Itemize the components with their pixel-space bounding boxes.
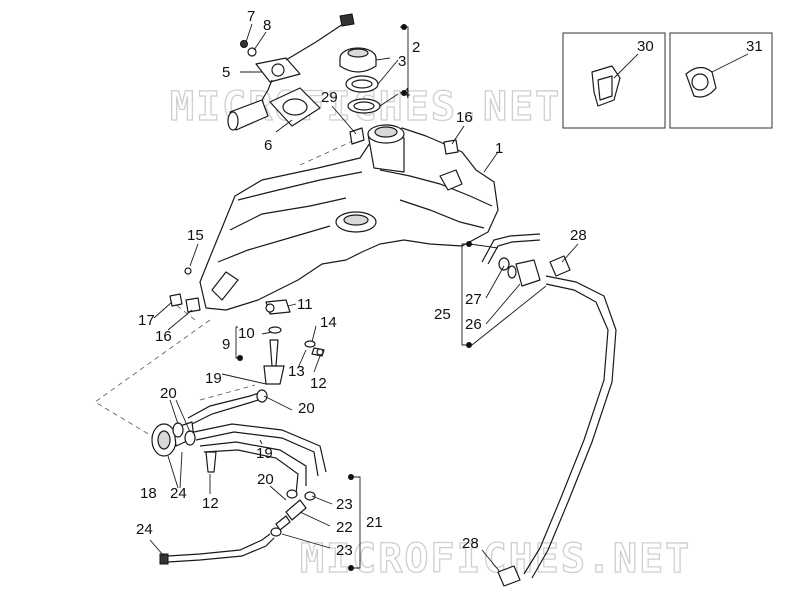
sender-gasket[interactable]: [269, 87, 321, 127]
clamp-20-b[interactable]: [184, 430, 196, 446]
callout-7: 7: [247, 8, 255, 25]
fuel-cock-9[interactable]: [263, 339, 285, 385]
fuel-tank[interactable]: [199, 127, 499, 311]
clip-29[interactable]: [349, 127, 365, 145]
callout-16-top: 16: [456, 109, 473, 126]
clip-16-top[interactable]: [443, 139, 459, 155]
cap-gasket[interactable]: [345, 75, 379, 93]
callout-19-upper: 19: [205, 370, 222, 387]
callout-22: 22: [336, 519, 353, 536]
callout-8: 8: [263, 17, 271, 34]
bracket-9: [235, 326, 243, 361]
washer-10[interactable]: [268, 326, 282, 334]
callout-20-left: 20: [160, 385, 177, 402]
callout-15: 15: [187, 227, 204, 244]
clamp-20-d[interactable]: [286, 489, 298, 499]
fuel-tap-11[interactable]: [265, 299, 291, 315]
callout-18: 18: [140, 485, 157, 502]
neck-ring[interactable]: [347, 98, 381, 114]
bolt-12-lower[interactable]: [205, 451, 217, 473]
bolt-12-upper[interactable]: [316, 348, 324, 356]
clamp-20-a[interactable]: [172, 422, 184, 438]
callout-26: 26: [465, 316, 482, 333]
callout-20-low: 20: [257, 471, 274, 488]
inset-box-30[interactable]: [562, 32, 666, 129]
clamp-20-c[interactable]: [256, 389, 268, 403]
callout-10: 10: [238, 325, 255, 342]
clamp-23-a[interactable]: [304, 491, 316, 501]
hose-end-24[interactable]: [159, 553, 169, 565]
callout-28-top: 28: [570, 227, 587, 244]
callout-12-lower: 12: [202, 495, 219, 512]
nut-7[interactable]: [240, 40, 248, 48]
guide-mid: [199, 384, 256, 401]
callout-31: 31: [746, 38, 763, 55]
callout-14: 14: [320, 314, 337, 331]
callout-3: 3: [398, 53, 406, 70]
clip-16-left[interactable]: [185, 297, 201, 313]
callout-21: 21: [366, 514, 383, 531]
callout-9: 9: [222, 336, 230, 353]
bolt-15[interactable]: [184, 267, 192, 275]
callout-1: 1: [495, 140, 503, 157]
callout-19-lower: 19: [256, 445, 273, 462]
callout-labels: 1 2 3 4 5 6 7 8 9 10 11 12 12 13 14 15 1…: [136, 8, 763, 559]
callout-5: 5: [222, 64, 230, 81]
fuel-filter-22[interactable]: [275, 499, 307, 531]
watermark-bottom: MICROFICHES.NET: [300, 536, 691, 582]
bracket-25: [461, 241, 472, 348]
callout-20-mid: 20: [298, 400, 315, 417]
fuel-level-sender[interactable]: [227, 13, 355, 131]
callout-23-upper: 23: [336, 496, 353, 513]
guide-upper: [299, 139, 356, 166]
callout-25: 25: [434, 306, 451, 323]
callout-24-valve: 24: [170, 485, 187, 502]
nut-17[interactable]: [169, 293, 183, 307]
callout-2: 2: [412, 39, 420, 56]
callout-24-bottom: 24: [136, 521, 153, 538]
bracket-2-3: [400, 24, 409, 96]
callout-11: 11: [297, 296, 313, 313]
callout-27: 27: [465, 291, 482, 308]
check-valve-26[interactable]: [507, 259, 541, 287]
callout-6: 6: [264, 137, 272, 154]
clamp-23-b[interactable]: [270, 527, 282, 537]
callout-29: 29: [321, 89, 338, 106]
washer-14[interactable]: [304, 340, 316, 348]
bracket-21: [348, 474, 361, 571]
callout-17: 17: [138, 312, 155, 329]
callout-4: 4: [402, 85, 410, 102]
leader-lines: [149, 23, 749, 573]
clip-28-top[interactable]: [549, 255, 571, 277]
callout-16-left: 16: [155, 328, 172, 345]
filler-neck[interactable]: [367, 124, 405, 173]
clamp-27[interactable]: [498, 257, 510, 271]
callout-30: 30: [637, 38, 654, 55]
inset-box-31[interactable]: [669, 32, 773, 129]
callout-12-upper: 12: [310, 375, 327, 392]
callout-23-lower: 23: [336, 542, 353, 559]
guide-left: [94, 319, 211, 451]
fuel-cap[interactable]: [339, 47, 377, 73]
breather-hose[interactable]: [481, 233, 617, 579]
callout-13: 13: [288, 363, 305, 380]
drain-hose-24[interactable]: [167, 533, 275, 563]
clip-28-bottom[interactable]: [497, 565, 521, 587]
callout-28-bottom: 28: [462, 535, 479, 552]
